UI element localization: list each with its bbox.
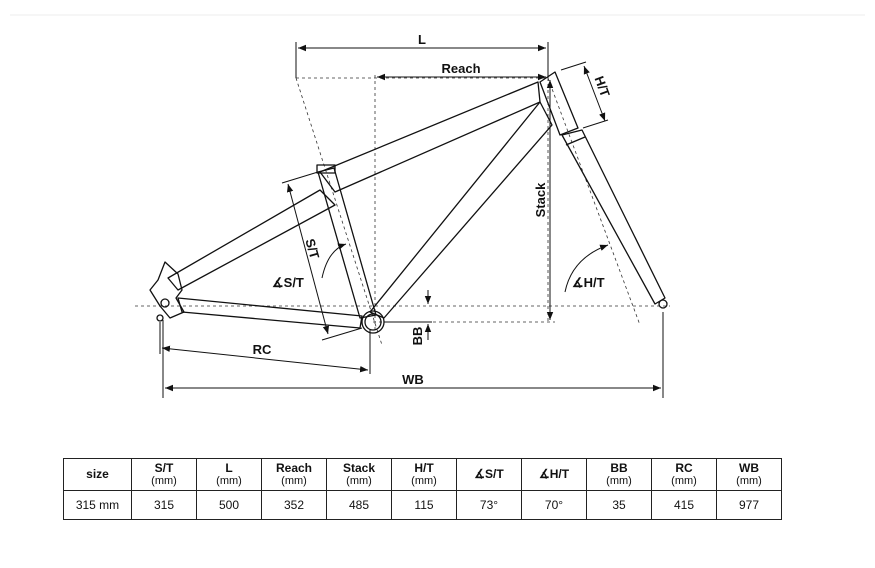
label-st-angle: ∡S/T	[272, 275, 304, 290]
label-st: S/T	[302, 237, 322, 261]
table-header-cell: ∡S/T	[456, 458, 522, 491]
table-cell: 35	[586, 490, 652, 520]
table-header-cell: BB(mm)	[586, 458, 652, 491]
table-cell: 315 mm	[63, 490, 132, 520]
dimension-lines	[159, 42, 664, 398]
table-header-cell: H/T(mm)	[391, 458, 457, 491]
table-header-cell: S/T(mm)	[131, 458, 197, 491]
table-header-cell: ∡H/T	[521, 458, 587, 491]
label-wb: WB	[402, 372, 424, 387]
table-header-cell: Stack(mm)	[326, 458, 392, 491]
table-cell: 415	[651, 490, 717, 520]
table-cell: 70°	[521, 490, 587, 520]
table-header-cell: size	[63, 458, 132, 491]
bike-frame	[149, 71, 668, 334]
table-cell: 352	[261, 490, 327, 520]
table-cell: 115	[391, 490, 457, 520]
table-header-cell: RC(mm)	[651, 458, 717, 491]
table-header-cell: WB(mm)	[716, 458, 782, 491]
table-row: 315 mm 315 500 352 485 115 73° 70° 35 41…	[63, 490, 782, 520]
label-reach: Reach	[441, 61, 480, 76]
table-cell: 977	[716, 490, 782, 520]
label-rc: RC	[253, 342, 272, 357]
table-cell: 500	[196, 490, 262, 520]
table-cell: 315	[131, 490, 197, 520]
label-bb: BB	[410, 327, 425, 346]
table-cell: 73°	[456, 490, 522, 520]
bike-geometry-diagram: L Reach Stack H/T S/T ∡S/T ∡H/T BB RC WB	[10, 14, 865, 398]
label-ht: H/T	[592, 74, 613, 99]
table-header-row: size S/T(mm) L(mm) Reach(mm) Stack(mm) H…	[63, 458, 782, 491]
table-cell: 485	[326, 490, 392, 520]
table-header-cell: L(mm)	[196, 458, 262, 491]
reference-lines	[135, 75, 670, 346]
label-l: L	[418, 32, 426, 47]
geometry-table: size S/T(mm) L(mm) Reach(mm) Stack(mm) H…	[63, 458, 782, 520]
label-ht-angle: ∡H/T	[572, 275, 605, 290]
label-stack: Stack	[533, 182, 548, 217]
table-header-cell: Reach(mm)	[261, 458, 327, 491]
